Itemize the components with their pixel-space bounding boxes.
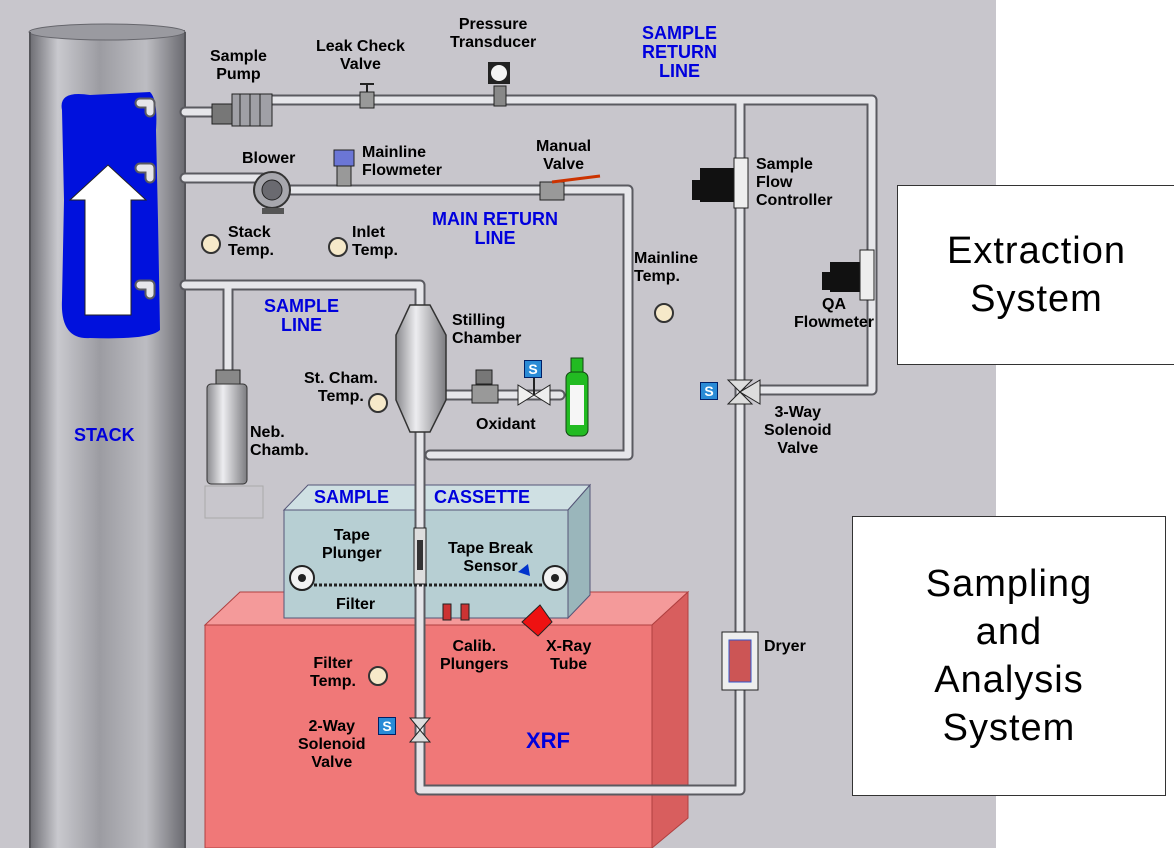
oxidant-assembly [471,357,589,437]
label-xray-tube: X-Ray Tube [546,638,592,673]
label-sample-return-line: SAMPLE RETURN LINE [642,23,718,81]
label-stack: STACK [74,425,135,445]
xrf-box [203,590,690,848]
label-stilling-chamber: Stilling Chamber [452,312,522,347]
label-sample-flow-controller: Sample Flow Controller [756,156,833,209]
two-way-solenoid-valve [408,717,432,743]
calibration-plungers [442,603,470,621]
label-three-way-valve: 3-Way Solenoid Valve [764,404,832,457]
three-way-solenoid-badge: S [700,382,718,400]
dryer [721,631,759,691]
label-inlet-temp: Inlet Temp. [352,224,398,259]
nebulizer-chamber [204,369,264,519]
pressure-transducer [488,62,510,107]
three-way-solenoid-valve [726,379,761,405]
sample-pump [211,93,273,127]
label-pressure-transducer: Pressure Transducer [450,16,537,51]
filter-tape [289,564,568,591]
label-mainline-flowmeter: Mainline Flowmeter [362,144,443,179]
sample-flow-controller [692,157,749,209]
label-main-return-line: MAIN RETURN LINE [432,209,558,248]
sampling-analysis-system-text: Sampling and Analysis System [925,563,1093,749]
label-two-way-valve: 2-Way Solenoid Valve [298,718,366,771]
label-st-cham-temp: St. Cham. Temp. [304,370,378,405]
label-dryer: Dryer [764,638,806,655]
stilling-chamber [395,304,447,433]
qa-flowmeter [822,249,875,301]
label-sample-cassette-left: SAMPLE [314,487,390,507]
label-calib-plungers: Calib. Plungers [440,638,509,673]
manual-valve [539,174,601,201]
pipe-network [134,94,878,796]
oxidant-solenoid-badge: S [524,360,542,378]
sampling-analysis-system-box: Sampling and Analysis System [852,516,1166,796]
blower [253,171,291,214]
label-xrf: XRF [526,728,570,753]
label-tape-plunger: Tape Plunger [322,527,382,562]
label-blower: Blower [242,150,296,167]
label-filter-temp: Filter Temp. [310,655,356,690]
stack [28,23,186,848]
temperature-gauges [201,234,674,686]
label-stack-temp: Stack Temp. [228,224,274,259]
label-sample-cassette-right: CASSETTE [434,487,531,507]
label-qa-flowmeter: QA Flowmeter [794,296,875,331]
label-oxidant: Oxidant [476,416,536,433]
mainline-flowmeter [333,149,355,187]
extraction-system-text: Extraction System [947,230,1126,320]
label-tape-break-sensor: Tape Break Sensor [448,540,534,575]
label-leak-check-valve: Leak Check Valve [316,38,405,73]
leak-check-valve [359,83,375,109]
label-manual-valve: Manual Valve [536,138,592,173]
label-sample-pump: Sample Pump [210,48,267,83]
label-filter: Filter [336,596,376,613]
extraction-system-box: Extraction System [897,185,1174,365]
label-neb-chamb: Neb. Chamb. [250,424,309,459]
two-way-solenoid-badge: S [378,717,396,735]
tape-plunger [413,527,427,585]
label-mainline-temp: Mainline Temp. [634,250,699,285]
x-ray-tube [521,604,553,637]
label-sample-line: SAMPLE LINE [264,296,340,335]
